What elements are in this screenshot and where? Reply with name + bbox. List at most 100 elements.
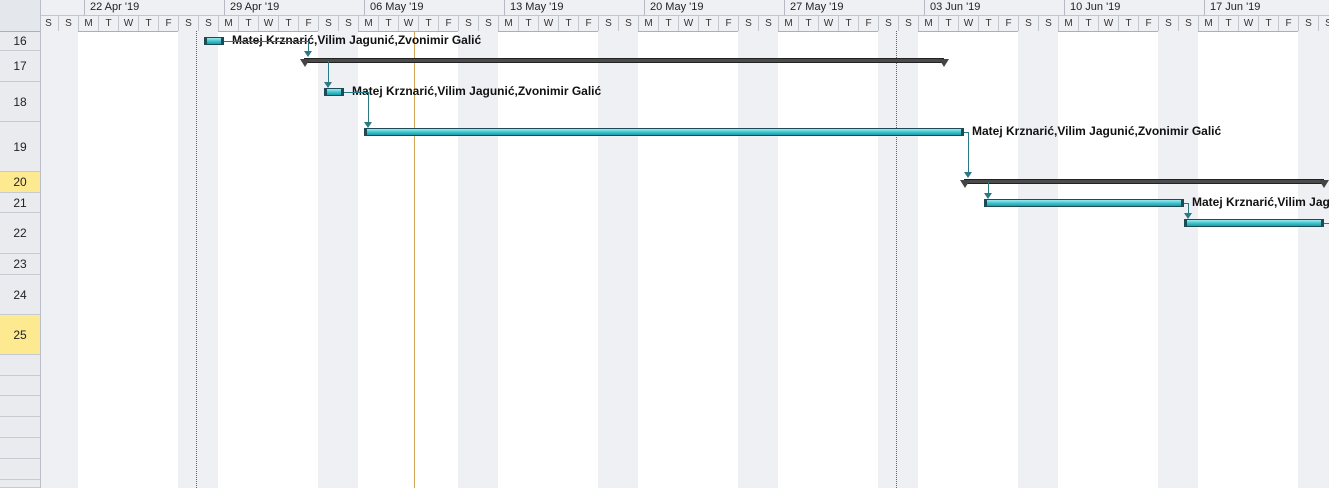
- row-header-column: 16 17 18 19 20 21 22 23 24 25: [0, 0, 41, 488]
- gantt-plot-area[interactable]: Matej Krznarić,Vilim Jagunić,Zvonimir Ga…: [41, 31, 1329, 488]
- dependency-link: [1324, 223, 1329, 224]
- select-all-corner[interactable]: [0, 0, 40, 32]
- row-header-24[interactable]: 24: [0, 275, 40, 315]
- row-header-19[interactable]: 19: [0, 122, 40, 172]
- dependency-link: [1184, 203, 1188, 204]
- day-label: F: [1138, 15, 1158, 31]
- day-label: S: [738, 15, 758, 31]
- row-header-25[interactable]: 25: [0, 315, 40, 355]
- weekend-shading: [318, 31, 358, 488]
- current-date-line: [414, 31, 415, 488]
- row-header-22[interactable]: 22: [0, 213, 40, 254]
- row-header-18[interactable]: 18: [0, 82, 40, 122]
- row-header-empty[interactable]: [0, 438, 40, 459]
- day-label: M: [78, 15, 98, 31]
- row-number: 24: [13, 287, 27, 302]
- day-label: T: [378, 15, 398, 31]
- row-header-17[interactable]: 17: [0, 51, 40, 82]
- day-label: M: [1198, 15, 1218, 31]
- task-bar-18[interactable]: [324, 88, 344, 96]
- weekend-shading: [178, 31, 218, 488]
- day-label: T: [518, 15, 538, 31]
- day-label: F: [438, 15, 458, 31]
- dependency-link: [368, 92, 369, 122]
- row-header-empty[interactable]: [0, 355, 40, 376]
- day-label: F: [578, 15, 598, 31]
- day-label: S: [318, 15, 338, 31]
- row-header-empty[interactable]: [0, 396, 40, 417]
- day-label: F: [858, 15, 878, 31]
- day-label: S: [478, 15, 498, 31]
- row-header-empty[interactable]: [0, 480, 40, 488]
- task-bar-16[interactable]: [204, 37, 224, 45]
- summary-bar-17[interactable]: [300, 58, 949, 67]
- task-bar-21[interactable]: [984, 199, 1184, 207]
- day-label: T: [1258, 15, 1278, 31]
- row-header-empty[interactable]: [0, 376, 40, 396]
- day-label: W: [118, 15, 138, 31]
- row-number: 19: [13, 139, 27, 154]
- day-label: M: [218, 15, 238, 31]
- resource-label: Matej Krznarić,Vilim Jagunić,Zvonimir Ga…: [972, 124, 1222, 138]
- task-bar-22[interactable]: [1184, 219, 1324, 227]
- summary-cap: [939, 59, 949, 67]
- row-header-21[interactable]: 21: [0, 193, 40, 213]
- day-label: T: [698, 15, 718, 31]
- resource-label: Matej Krznarić,Vilim Jagunić,Zvonimir Ga…: [352, 84, 602, 98]
- day-label: T: [1118, 15, 1138, 31]
- day-label: T: [838, 15, 858, 31]
- week-label: 13 May '19: [504, 0, 644, 15]
- summary-bar-20[interactable]: [960, 179, 1329, 188]
- row-number: 21: [13, 195, 27, 210]
- row-header-empty[interactable]: [0, 459, 40, 480]
- day-label: S: [598, 15, 618, 31]
- dependency-link: [224, 41, 308, 42]
- day-label: T: [978, 15, 998, 31]
- day-label: M: [778, 15, 798, 31]
- day-label: T: [278, 15, 298, 31]
- deadline-gridline: [896, 31, 897, 488]
- day-label: S: [1038, 15, 1058, 31]
- week-label: 06 May '19: [364, 0, 504, 15]
- row-number: 22: [13, 226, 27, 240]
- day-label: W: [258, 15, 278, 31]
- summary-cap: [960, 180, 970, 188]
- dependency-link: [308, 41, 309, 51]
- dependency-link: [328, 61, 329, 82]
- row-header-empty[interactable]: [0, 417, 40, 438]
- week-label: 17 Jun '19: [1204, 0, 1329, 15]
- task-bar-19[interactable]: [364, 128, 964, 136]
- week-label: 29 Apr '19: [224, 0, 364, 15]
- day-label: S: [758, 15, 778, 31]
- week-label: 27 May '19: [784, 0, 924, 15]
- day-label: S: [41, 15, 58, 31]
- resource-label: Matej Krznarić,Vilim Jagunić,Zvonimir Ga…: [1192, 195, 1329, 209]
- weekend-shading: [1158, 31, 1198, 488]
- row-header-23[interactable]: 23: [0, 254, 40, 275]
- dependency-arrow: [324, 82, 332, 88]
- day-label: T: [558, 15, 578, 31]
- row-header-20[interactable]: 20: [0, 172, 40, 193]
- day-label: S: [458, 15, 478, 31]
- day-label: M: [498, 15, 518, 31]
- day-label: F: [1278, 15, 1298, 31]
- summary-cap: [1319, 180, 1329, 188]
- day-label: S: [178, 15, 198, 31]
- day-label: S: [618, 15, 638, 31]
- day-label: S: [878, 15, 898, 31]
- dependency-arrow: [984, 193, 992, 199]
- resource-label: Matej Krznarić,Vilim Jagunić,Zvonimir Ga…: [232, 33, 482, 47]
- day-label: T: [418, 15, 438, 31]
- week-label: 03 Jun '19: [924, 0, 1064, 15]
- day-label: S: [198, 15, 218, 31]
- week-label: 22 Apr '19: [84, 0, 224, 15]
- day-label: M: [1058, 15, 1078, 31]
- day-label: S: [1018, 15, 1038, 31]
- row-number: 16: [13, 33, 27, 48]
- day-label: S: [898, 15, 918, 31]
- row-number: 18: [13, 94, 27, 109]
- day-label: T: [1218, 15, 1238, 31]
- day-label: M: [638, 15, 658, 31]
- row-header-16[interactable]: 16: [0, 31, 40, 51]
